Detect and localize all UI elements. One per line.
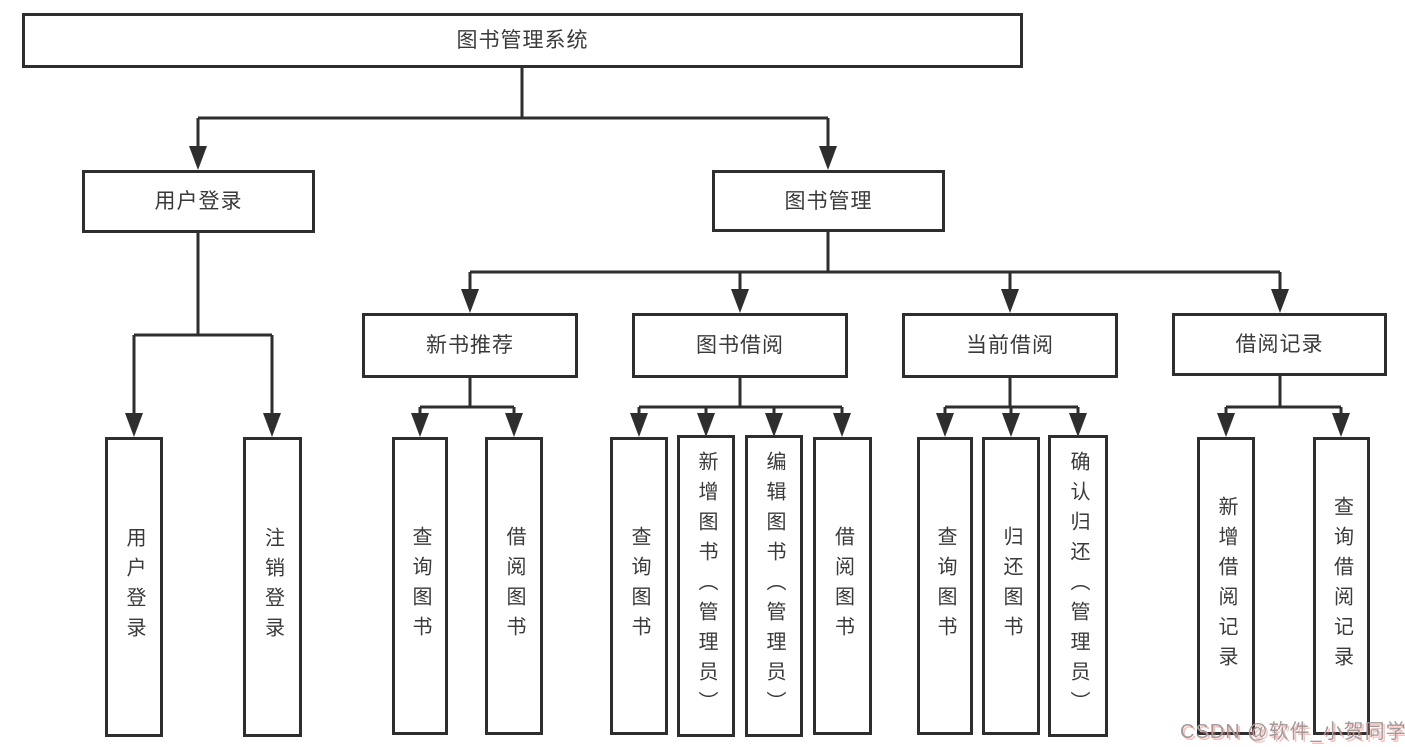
node-book-management: 图书管理	[712, 170, 945, 232]
arrow-down-icons	[125, 146, 1350, 437]
node-label: 用户登录	[154, 190, 243, 213]
connector-path	[132, 68, 1343, 416]
node-label: 当前借阅	[966, 334, 1054, 357]
node-label: 新书推荐	[426, 334, 514, 357]
node-label: 查询借阅记录	[1330, 496, 1353, 676]
node-user-login: 用户登录	[82, 170, 315, 233]
node-label: 编辑图书（管理员）	[763, 451, 785, 721]
leaf-logout: 注销登录	[243, 437, 302, 737]
node-label: 查询图书	[628, 526, 650, 646]
node-new-book-recommend: 新书推荐	[362, 313, 578, 378]
node-book-borrow: 图书借阅	[632, 313, 848, 378]
node-label: 图书管理系统	[456, 29, 589, 52]
node-label: 图书管理	[784, 189, 873, 213]
node-label: 归还图书	[1000, 526, 1022, 646]
leaf-borrow-book-recommend: 借阅图书	[485, 437, 543, 735]
leaf-add-borrow-record: 新增借阅记录	[1197, 437, 1255, 735]
node-label: 注销登录	[261, 527, 284, 647]
csdn-watermark: CSDN @软件_小贺同学	[1180, 721, 1405, 743]
node-label: 查询图书	[934, 526, 956, 646]
leaf-query-book-current: 查询图书	[917, 437, 973, 735]
node-label: 新增图书（管理员）	[695, 451, 717, 721]
leaf-return-book: 归还图书	[982, 437, 1040, 735]
node-root-system: 图书管理系统	[22, 13, 1023, 68]
leaf-confirm-return-admin: 确认归还（管理员）	[1048, 435, 1108, 737]
leaf-add-book-admin: 新增图书（管理员）	[677, 435, 735, 737]
leaf-query-borrow-record: 查询借阅记录	[1313, 437, 1370, 735]
leaf-edit-book-admin: 编辑图书（管理员）	[745, 435, 803, 737]
leaf-user-login: 用户登录	[105, 437, 163, 737]
leaf-query-book-borrow: 查询图书	[610, 437, 668, 735]
leaf-query-book-recommend: 查询图书	[392, 437, 448, 735]
node-borrow-record: 借阅记录	[1172, 313, 1387, 376]
node-label: 新增借阅记录	[1215, 496, 1237, 676]
node-current-borrow: 当前借阅	[902, 313, 1118, 378]
node-label: 确认归还（管理员）	[1067, 451, 1089, 721]
node-label: 借阅记录	[1235, 333, 1324, 356]
leaf-borrow-book: 借阅图书	[813, 437, 872, 735]
node-label: 借阅图书	[503, 526, 525, 646]
node-label: 借阅图书	[831, 526, 854, 646]
node-label: 用户登录	[123, 527, 145, 647]
node-label: 查询图书	[409, 526, 431, 646]
node-label: 图书借阅	[696, 334, 784, 357]
